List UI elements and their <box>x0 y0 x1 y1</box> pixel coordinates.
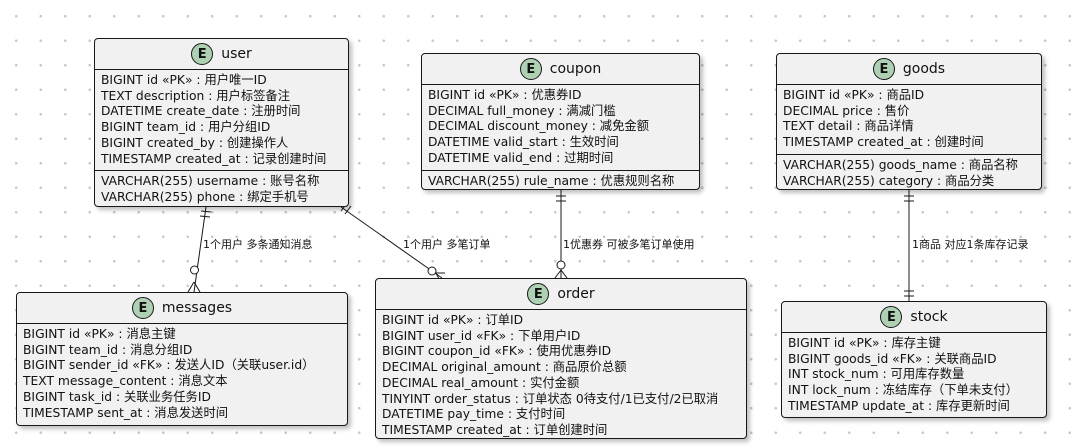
field-row: TEXT description : 用户标签备注 <box>101 88 291 103</box>
field-row: DATETIME valid_start : 生效时间 <box>428 135 619 150</box>
field-row: DECIMAL full_money : 满减门槛 <box>428 103 616 118</box>
entity-badge-icon: E <box>131 297 154 319</box>
key-fields: BIGINT id «PK» : 用户唯一ID TEXT description… <box>95 70 348 170</box>
field-row: TEXT message_content : 消息文本 <box>23 374 228 389</box>
field-row: TIMESTAMP sent_at : 消息发送时间 <box>23 405 229 420</box>
field-row: TIMESTAMP update_at : 库存更新时间 <box>788 398 1010 413</box>
user-messages-connector <box>187 206 212 293</box>
attribute-fields: VARCHAR(255) rule_name : 优惠规则名称 <box>422 169 699 193</box>
field-row: VARCHAR(255) category : 商品分类 <box>783 173 995 188</box>
field-row: BIGINT sender_id «FK» : 发送人ID（关联user.id） <box>23 358 315 373</box>
field-row: TINYINT order_status : 订单状态 0待支付/1已支付/2已… <box>382 391 719 406</box>
entity-stock[interactable]: E stock BIGINT id «PK» : 库存主键 BIGINT goo… <box>781 301 1047 418</box>
relation-label-goods-stock: 1商品 对应1条库存记录 <box>912 238 1029 251</box>
field-row: DECIMAL real_amount : 实付金额 <box>382 375 580 390</box>
field-row: DATETIME valid_end : 过期时间 <box>428 150 614 165</box>
entity-header: E order <box>376 279 746 310</box>
relation-label-user-messages: 1个用户 多条通知消息 <box>203 238 313 251</box>
field-row: DATETIME create_date : 注册时间 <box>101 104 301 119</box>
entity-header: E goods <box>777 54 1041 85</box>
field-row: DECIMAL original_amount : 商品原价总额 <box>382 360 627 375</box>
field-row: BIGINT id «PK» : 优惠券ID <box>428 88 582 102</box>
entity-badge-icon: E <box>872 58 895 80</box>
entity-badge-icon: E <box>880 306 903 328</box>
field-row: BIGINT id «PK» : 订单ID <box>382 313 524 327</box>
field-row: INT stock_num : 可用库存数量 <box>788 367 965 382</box>
attribute-fields: VARCHAR(255) username : 账号名称 VARCHAR(255… <box>95 170 348 208</box>
entity-title: messages <box>161 300 233 316</box>
key-fields: BIGINT id «PK» : 库存主键 BIGINT goods_id «F… <box>782 333 1046 418</box>
field-row: BIGINT task_id : 关联业务任务ID <box>23 389 211 404</box>
entity-title: order <box>557 286 595 302</box>
entity-header: E messages <box>17 293 347 324</box>
goods-stock-connector <box>904 190 914 301</box>
field-row: DECIMAL discount_money : 减免金额 <box>428 119 649 134</box>
entity-messages[interactable]: E messages BIGINT id «PK» : 消息主键 BIGINT … <box>16 292 348 426</box>
relation-label-coupon-order: 1优惠券 可被多笔订单使用 <box>563 238 695 251</box>
field-row: BIGINT goods_id «FK» : 关联商品ID <box>788 351 997 366</box>
key-fields: BIGINT id «PK» : 优惠券ID DECIMAL full_mone… <box>422 85 699 170</box>
field-row: VARCHAR(255) phone : 绑定手机号 <box>101 189 309 204</box>
field-row: VARCHAR(255) goods_name : 商品名称 <box>783 157 1018 172</box>
relation-label-user-order: 1个用户 多笔订单 <box>403 238 491 251</box>
field-row: INT lock_num : 冻结库存（下单未支付） <box>788 383 1019 398</box>
key-fields: BIGINT id «PK» : 商品ID DECIMAL price : 售价… <box>777 85 1041 154</box>
field-row: TIMESTAMP created_at : 记录创建时间 <box>101 151 327 166</box>
field-row: BIGINT id «PK» : 消息主键 <box>23 327 176 341</box>
entity-badge-icon: E <box>519 58 542 80</box>
entity-goods[interactable]: E goods BIGINT id «PK» : 商品ID DECIMAL pr… <box>776 53 1042 190</box>
entity-title: stock <box>910 309 948 325</box>
key-fields: BIGINT id «PK» : 订单ID BIGINT user_id «FK… <box>376 310 746 442</box>
field-row: TIMESTAMP created_at : 创建时间 <box>783 135 984 150</box>
field-row: BIGINT created_by : 创建操作人 <box>101 135 289 150</box>
user-order-connector <box>340 202 445 282</box>
field-row: BIGINT id «PK» : 商品ID <box>783 88 925 102</box>
entity-order[interactable]: E order BIGINT id «PK» : 订单ID BIGINT use… <box>375 278 747 439</box>
field-row: BIGINT team_id : 消息分组ID <box>23 342 193 357</box>
field-row: BIGINT id «PK» : 用户唯一ID <box>101 73 267 87</box>
field-row: DECIMAL price : 售价 <box>783 103 910 118</box>
entity-title: coupon <box>549 61 602 77</box>
field-row: BIGINT user_id «FK» : 下单用户ID <box>382 328 581 343</box>
field-row: VARCHAR(255) rule_name : 优惠规则名称 <box>428 173 675 188</box>
field-row: DATETIME pay_time : 支付时间 <box>382 407 566 422</box>
field-row: VARCHAR(255) username : 账号名称 <box>101 174 320 189</box>
entity-header: E user <box>95 39 348 70</box>
coupon-order-connector <box>554 190 568 279</box>
field-row: BIGINT coupon_id «FK» : 使用优惠券ID <box>382 344 612 359</box>
entity-title: user <box>221 46 252 62</box>
entity-coupon[interactable]: E coupon BIGINT id «PK» : 优惠券ID DECIMAL … <box>421 53 700 190</box>
entity-badge-icon: E <box>527 283 550 305</box>
entity-user[interactable]: E user BIGINT id «PK» : 用户唯一ID TEXT desc… <box>94 38 349 207</box>
entity-header: E stock <box>782 302 1046 333</box>
field-row: BIGINT id «PK» : 库存主键 <box>788 336 941 350</box>
entity-header: E coupon <box>422 54 699 85</box>
field-row: TEXT detail : 商品详情 <box>783 119 914 134</box>
attribute-fields: VARCHAR(255) goods_name : 商品名称 VARCHAR(2… <box>777 153 1041 192</box>
entity-title: goods <box>902 61 946 77</box>
field-row: BIGINT team_id : 用户分组ID <box>101 120 271 135</box>
entity-badge-icon: E <box>191 43 214 65</box>
field-row: TIMESTAMP created_at : 订单创建时间 <box>382 422 608 437</box>
key-fields: BIGINT id «PK» : 消息主键 BIGINT team_id : 消… <box>17 324 347 424</box>
